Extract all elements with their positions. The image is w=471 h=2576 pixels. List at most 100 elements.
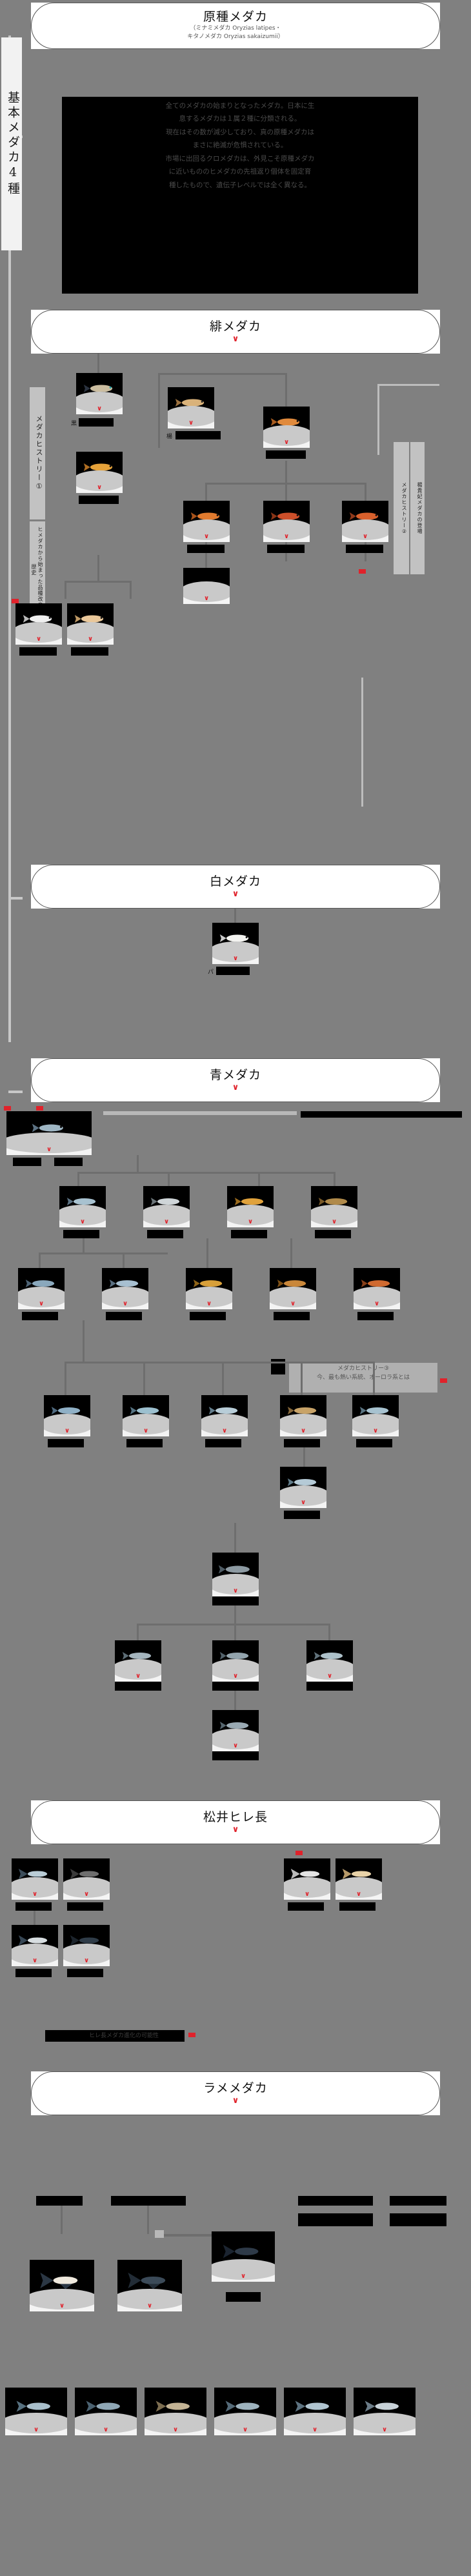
fish-card[interactable]: ∨ [67,603,114,645]
fish-card[interactable]: ∨ [44,1395,90,1436]
card-plate: ∨ [75,2412,137,2435]
fish-card[interactable]: ∨ [212,1710,259,1751]
desc-line-2: 息するメダカは１属２種に分類される。 [179,115,301,123]
fish-card[interactable]: ∨ [30,2260,94,2311]
desc-line-6: に近いもののヒメダカの先祖返り個体を固定育 [168,168,312,176]
fish-card[interactable]: ∨ [145,2388,206,2435]
fish-card[interactable]: ∨ [354,1268,400,1309]
annotation-history3[interactable]: メダカヒストリー③ 今、最も熱い系統、オーロラ系とは [289,1363,437,1393]
fish-icon [86,2400,120,2412]
fish-card-strip[interactable] [301,1111,462,1118]
card-plate: ∨ [30,2288,94,2311]
fish-label-redacted [266,450,306,459]
card-plate: ∨ [63,1943,110,1966]
fish-card[interactable]: ∨ [186,1268,232,1309]
fish-card[interactable]: ∨ [214,2388,276,2435]
fish-icon [314,1651,343,1660]
fish-icon [130,1406,159,1415]
chevron-down-icon: ∨ [232,1673,239,1680]
connector [285,373,287,407]
fish-card[interactable]: ∨ [263,407,310,448]
section-header-matsui[interactable]: 松井ヒレ長 ∨ [31,1800,440,1844]
fish-card[interactable]: ∨ [270,1268,316,1309]
fish-card[interactable]: ∨ [117,2260,182,2311]
chevron-down-icon: ∨ [64,1427,70,1434]
fish-card[interactable]: ∨ [212,923,259,964]
fish-card[interactable]: ∨ [201,1395,248,1436]
genshu-description: 全てのメダカの始まりとなったメダカ。日本に生 息するメダカは１属２種に分類される… [62,97,418,294]
fish-card[interactable]: ∨ [227,1186,274,1227]
card-plate: ∨ [76,470,123,493]
chevron-down-icon: ∨ [83,1891,90,1898]
fish-label-redacted [175,431,221,439]
chevron-down-icon: ∨ [32,1891,38,1898]
fish-card[interactable]: ∨ [342,501,388,542]
card-plate: ∨ [12,1943,58,1966]
fish-card[interactable]: ∨ [63,1858,110,1900]
fish-card[interactable]: ∨ [12,1925,58,1966]
section-header-ao[interactable]: 青メダカ ∨ [31,1058,440,1102]
fish-card[interactable]: ∨ [76,452,123,493]
fish-card[interactable]: ∨ [311,1186,357,1227]
fish-icon [270,512,300,521]
fish-card[interactable]: ∨ [63,1925,110,1966]
fish-card[interactable]: ∨ [76,373,123,414]
fish-card[interactable]: ∨ [15,603,62,645]
card-plate: ∨ [123,1413,169,1436]
section-header-genshu[interactable]: 原種メダカ （ミナミメダカ Oryzias latipes・ キタノメダカ Or… [31,3,440,49]
fish-label-redacted [315,1230,351,1238]
spine-rail [8,35,11,1042]
accent-tab [296,1851,303,1855]
section-header-rame[interactable]: ラメメダカ ∨ [31,2071,440,2115]
fish-icon [193,1279,223,1288]
fish-card[interactable]: ∨ [280,1467,326,1508]
fish-label-redacted [212,1751,259,1760]
connector [168,1172,170,1186]
fish-label-redacted [36,2196,83,2206]
fish-card[interactable]: ∨ [354,2388,416,2435]
ribbon-history1[interactable]: メダカヒストリー① [30,387,45,519]
fish-icon [109,1279,139,1288]
fish-card[interactable]: ∨ [352,1395,399,1436]
fish-label-redacted [106,1312,142,1320]
fish-card[interactable]: ∨ [18,1268,65,1309]
connector [365,483,366,501]
fish-card[interactable]: ∨ [59,1186,106,1227]
fish-icon [225,2400,259,2412]
fish-card[interactable]: ∨ [5,2388,67,2435]
fish-icon [150,1197,180,1206]
fish-card[interactable]: ∨ [6,1111,92,1155]
fish-icon [190,512,220,521]
fish-card[interactable]: ∨ [280,1395,326,1436]
fish-card[interactable]: ∨ [263,501,310,542]
section-header-shiro[interactable]: 白メダカ ∨ [31,865,440,909]
fish-card[interactable]: ∨ [306,1640,353,1682]
fish-card[interactable]: ∨ [115,1640,161,1682]
accent-tab [4,1106,11,1111]
fish-card[interactable]: ∨ [143,1186,190,1227]
fish-card[interactable]: ∨ [123,1395,169,1436]
chevron-down-icon: ∨ [83,1957,90,1964]
desc-line-1: 全てのメダカの始まりとなったメダカ。日本に生 [165,102,315,110]
ribbon-history2[interactable]: メダカヒストリー② [394,442,409,574]
fish-card[interactable]: ∨ [12,1858,58,1900]
fish-card[interactable]: ∨ [212,1553,259,1596]
fish-card[interactable]: ∨ [284,1858,330,1900]
fish-card[interactable]: ∨ [284,2388,346,2435]
fish-card[interactable]: ∨ [212,2231,275,2282]
fish-card[interactable]: ∨ [183,568,230,604]
fish-card[interactable]: ∨ [336,1858,382,1900]
section-header-hi[interactable]: 緋メダカ ∨ [31,310,440,354]
fish-card[interactable]: ∨ [183,501,230,542]
card-plate: ∨ [212,1728,259,1751]
fish-card[interactable]: ∨ [75,2388,137,2435]
card-plate: ∨ [6,1132,92,1155]
fish-icon [223,2244,259,2259]
fish-label-redacted [187,545,225,553]
chevron-down-icon: ∨ [79,1218,86,1225]
fish-card[interactable]: ∨ [212,1640,259,1682]
fish-icon [23,614,52,623]
fish-card[interactable]: ∨ [102,1268,148,1309]
fish-card[interactable]: ∨ [168,387,214,428]
connector [77,1172,79,1186]
